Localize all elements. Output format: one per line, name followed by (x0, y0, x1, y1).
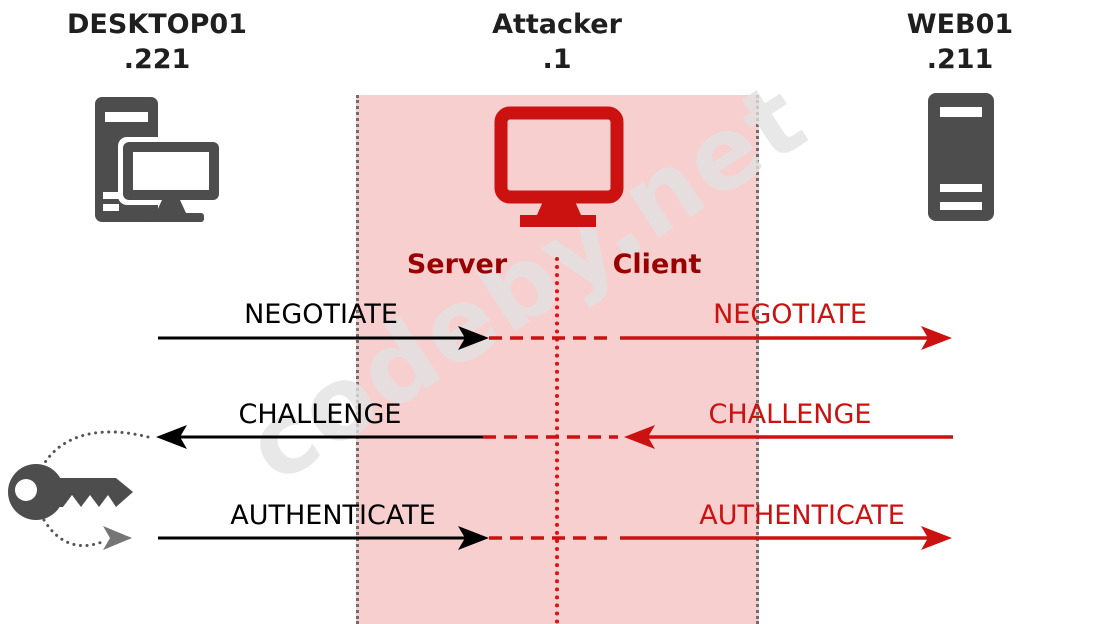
key-to-authenticate-dotted-arc (42, 518, 104, 548)
host-name-attacker: Attacker (492, 9, 622, 40)
challenge-label-left: CHALLENGE (238, 399, 402, 430)
challenge-label-right: CHALLENGE (708, 399, 872, 430)
server-tower-icon (925, 90, 997, 225)
authenticate-label-left: AUTHENTICATE (230, 500, 436, 531)
host-name-desktop01: DESKTOP01 (67, 9, 247, 40)
negotiate-label-left: NEGOTIATE (244, 299, 398, 330)
challenge-to-key-dotted-arc (42, 430, 150, 466)
desktop-computer-icon (90, 92, 225, 227)
host-ip-desktop01: .221 (123, 44, 191, 75)
negotiate-label-right: NEGOTIATE (713, 299, 867, 330)
key-icon (8, 464, 133, 520)
key-to-authenticate-arrowhead (103, 526, 132, 550)
host-name-web01: WEB01 (906, 9, 1014, 40)
authenticate-label-right: AUTHENTICATE (699, 500, 905, 531)
attacker-client-role-label: Client (612, 249, 702, 280)
attacker-monitor-icon (492, 106, 624, 228)
host-ip-web01: .211 (926, 44, 994, 75)
attacker-server-role-label: Server (406, 249, 508, 280)
host-ip-attacker: .1 (542, 44, 572, 75)
attacker-server-client-divider (555, 257, 559, 624)
